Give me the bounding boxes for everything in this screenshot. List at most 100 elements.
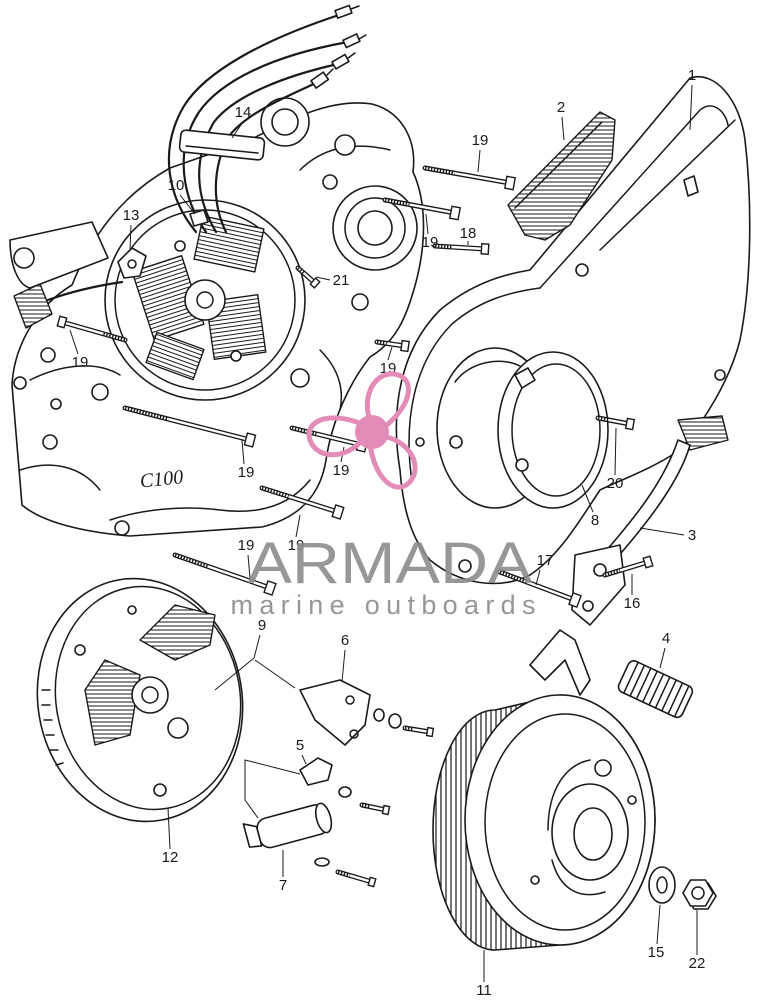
callout-label: 19 xyxy=(422,234,439,251)
bolt-hole xyxy=(42,434,58,450)
condenser-end xyxy=(314,802,333,834)
bolt-head xyxy=(309,277,321,289)
washer xyxy=(373,708,385,722)
callout-label: 20 xyxy=(607,475,624,492)
bolt-head xyxy=(381,804,391,816)
stator-plate-rim xyxy=(54,585,242,811)
bolt-head xyxy=(400,339,410,353)
wire-connector xyxy=(310,71,330,89)
stator-screw xyxy=(174,240,186,252)
washer-and-nut xyxy=(648,866,717,910)
bolt-thread xyxy=(424,166,456,176)
kick-pivot xyxy=(571,544,626,626)
mount-hole xyxy=(13,247,35,269)
kick-lever xyxy=(529,629,591,696)
leader-line xyxy=(477,149,481,173)
wire-connector xyxy=(334,4,353,19)
wire-tip xyxy=(326,5,367,76)
window-cap-screw xyxy=(515,458,529,472)
callout-label: 4 xyxy=(662,630,670,647)
callout-label: 9 xyxy=(258,617,266,634)
leader-line xyxy=(614,427,617,476)
bolt-head xyxy=(331,504,345,520)
cam-boss xyxy=(167,717,189,739)
bolt-shank xyxy=(173,553,272,590)
bolt xyxy=(359,802,391,816)
wire-connector xyxy=(331,53,350,70)
callout-label: 15 xyxy=(648,944,665,961)
plate-screw xyxy=(74,644,86,656)
leader-lines xyxy=(69,84,698,982)
casting-contour xyxy=(319,349,342,411)
stator-hub-bore xyxy=(196,291,214,309)
watermark-brand: ARMADA xyxy=(248,531,533,596)
washer xyxy=(314,857,330,867)
contact-breaker-pivot xyxy=(345,695,355,705)
cam-lever-pin xyxy=(127,259,137,269)
leader-line xyxy=(341,649,346,683)
cover-bracket xyxy=(507,111,616,241)
bolt-head xyxy=(642,555,654,569)
bolt-shank xyxy=(433,244,487,251)
bolt xyxy=(56,315,128,343)
bolt-thread xyxy=(361,803,371,809)
leader-line xyxy=(535,569,541,586)
casting-lettering: C100 xyxy=(139,466,184,492)
engine-mount-arm xyxy=(9,221,109,289)
callout-label: 12 xyxy=(162,849,179,866)
spark-plug-cap xyxy=(13,283,53,329)
bolt xyxy=(295,265,321,289)
kick-pivot-hole xyxy=(582,600,594,612)
stator-plate-edge-ticks xyxy=(41,689,64,766)
wire xyxy=(167,12,344,234)
top-boss-hole xyxy=(271,108,299,136)
window-cap-tab xyxy=(514,367,536,389)
bolt-hole xyxy=(290,368,310,388)
side-cover xyxy=(395,75,751,585)
bolt-thread xyxy=(604,568,621,577)
contact-breaker xyxy=(299,679,371,746)
propeller-blade xyxy=(306,415,367,458)
callout-label: 3 xyxy=(688,527,696,544)
stator-coil xyxy=(145,331,205,381)
bolt-hole xyxy=(322,174,338,190)
bearing-bore xyxy=(357,210,393,246)
bolt-thread xyxy=(337,870,351,878)
leader-line xyxy=(295,514,301,538)
bolt xyxy=(497,569,582,608)
plate-screw xyxy=(127,605,137,615)
callout-label: 22 xyxy=(689,955,706,972)
wire xyxy=(198,62,340,234)
bolt xyxy=(335,869,377,888)
callout-label: 5 xyxy=(296,737,304,754)
stator-coil xyxy=(193,215,265,273)
ignition-parts xyxy=(242,659,402,867)
nut-thread xyxy=(691,886,705,900)
leader-line xyxy=(179,194,196,215)
kick-pedal-pad xyxy=(677,415,729,451)
leader-line xyxy=(639,527,685,536)
flywheel-bore xyxy=(573,807,613,861)
callout-label: 19 xyxy=(238,464,255,481)
propeller-logo-icon xyxy=(306,371,418,490)
bolt-head xyxy=(56,315,68,329)
condenser-tab xyxy=(242,823,263,848)
stator-hub xyxy=(184,279,226,321)
bolt-head xyxy=(243,432,257,448)
kick-spring xyxy=(617,660,694,719)
flywheel-hole xyxy=(627,795,637,805)
flywheel-hole xyxy=(530,875,540,885)
bolt xyxy=(259,485,345,520)
bolt-shank xyxy=(423,166,512,185)
bolt xyxy=(122,405,257,448)
ignition-lead xyxy=(46,280,124,302)
bolt-shank xyxy=(60,320,127,342)
leader-line xyxy=(301,754,307,765)
mounted-stator xyxy=(104,199,306,401)
bolt xyxy=(595,415,636,431)
callout-label: 17 xyxy=(537,552,554,569)
bolt-head xyxy=(504,175,516,191)
nut xyxy=(682,879,714,907)
leader-line xyxy=(69,329,79,355)
cover-screw-hole xyxy=(714,369,726,381)
